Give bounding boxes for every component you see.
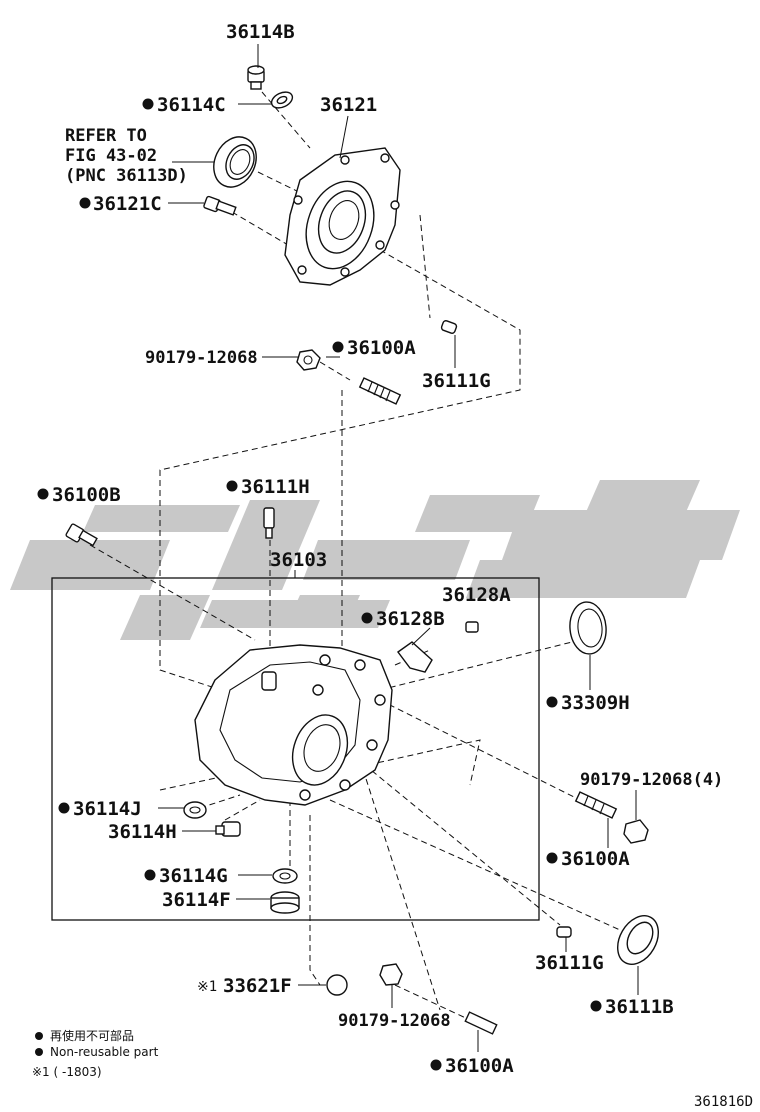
part-36111H-breather: [263, 507, 275, 539]
label-33621F-mark: ※1: [197, 979, 217, 995]
label-90179-right: 90179-12068(4): [580, 770, 723, 790]
part-36111G-pin-top: [440, 320, 458, 334]
label-36121: 36121: [320, 94, 377, 116]
label-36103: 36103: [270, 549, 327, 571]
part-33621F-plug: [326, 974, 348, 996]
filled-dot-icon: [226, 480, 238, 492]
part-36121C-bolt: [203, 195, 237, 216]
filled-dot-icon: [58, 802, 70, 814]
filled-dot-icon: [144, 869, 156, 881]
legend-en: Non-reusable part: [50, 1045, 159, 1059]
part-90179-nut-top: [296, 349, 321, 371]
part-36128A-bolt: [465, 621, 479, 633]
part-90179-nut-bottom: [379, 963, 403, 986]
part-labels: 36114B 36114C 36121 REFER TO FIG 43-02 (…: [52, 21, 723, 1077]
part-36103-case: [194, 644, 393, 806]
filled-dot-icon: [430, 1059, 442, 1071]
label-36111H: 36111H: [241, 476, 310, 498]
label-pnc: (PNC 36113D): [65, 166, 188, 186]
legend-jp: 再使用不可部品: [50, 1028, 134, 1043]
non-reusable-markers: [37, 98, 602, 1071]
part-seal-ring-top: [213, 136, 257, 188]
label-36100B: 36100B: [52, 484, 121, 506]
part-36121-cover: [284, 147, 401, 286]
part-36100A-stud-right: [574, 791, 618, 819]
label-refer-to: REFER TO: [65, 126, 147, 146]
filled-dot-icon: [35, 1032, 43, 1040]
part-33309H-seal-ring: [569, 601, 607, 655]
watermark-logo: [10, 480, 740, 640]
filled-dot-icon: [361, 612, 373, 624]
leader-lines: [158, 44, 639, 1052]
filled-dot-icon: [590, 1000, 602, 1012]
filled-dot-icon: [546, 852, 558, 864]
filled-dot-icon: [142, 98, 154, 110]
label-33309H: 33309H: [561, 692, 630, 714]
part-36114J-gasket: [183, 801, 207, 819]
part-36100A-stud-top: [358, 377, 402, 405]
label-36121C: 36121C: [93, 193, 162, 215]
filled-dot-icon: [332, 341, 344, 353]
label-33621F: 33621F: [223, 975, 292, 997]
label-36111G-top: 36111G: [422, 370, 491, 392]
label-36114G: 36114G: [159, 865, 228, 887]
filled-dot-icon: [79, 197, 91, 209]
part-90179-nut-right: [623, 819, 649, 844]
label-90179-top: 90179-12068: [145, 348, 258, 368]
label-36114C: 36114C: [157, 94, 226, 116]
legend-note: ※1 ( -1803): [32, 1065, 102, 1079]
label-36114H: 36114H: [108, 821, 177, 843]
part-36114H-plug: [215, 821, 241, 837]
part-36111G-pin-bottom: [556, 926, 572, 938]
filled-dot-icon: [37, 488, 49, 500]
diagram-code: 361816D: [694, 1094, 753, 1110]
part-36114F-plug: [270, 891, 300, 914]
label-36128B: 36128B: [376, 608, 445, 630]
label-36128A: 36128A: [442, 584, 511, 606]
label-fig: FIG 43-02: [65, 146, 157, 166]
part-36114C-gasket: [270, 91, 294, 109]
part-36114B-plug: [247, 65, 265, 90]
filled-dot-icon: [35, 1048, 43, 1056]
part-36100B-bolt: [65, 523, 98, 547]
part-36128B-bracket: [397, 641, 433, 673]
label-36100A-bottom: 36100A: [445, 1055, 514, 1077]
label-36111B: 36111B: [605, 996, 674, 1018]
part-36114G-gasket: [272, 868, 298, 884]
filled-dot-icon: [546, 696, 558, 708]
label-36100A-right: 36100A: [561, 848, 630, 870]
legend: 再使用不可部品 Non-reusable part ※1 ( -1803): [32, 1028, 159, 1079]
label-36114J: 36114J: [73, 798, 142, 820]
label-36114F: 36114F: [162, 889, 231, 911]
label-90179-bottom: 90179-12068: [338, 1011, 451, 1031]
label-36100A-top: 36100A: [347, 337, 416, 359]
label-36114B: 36114B: [226, 21, 295, 43]
label-36111G-bottom: 36111G: [535, 952, 604, 974]
part-36111B-seal-ring: [617, 915, 659, 965]
part-36100A-stud-bottom: [464, 1011, 498, 1035]
